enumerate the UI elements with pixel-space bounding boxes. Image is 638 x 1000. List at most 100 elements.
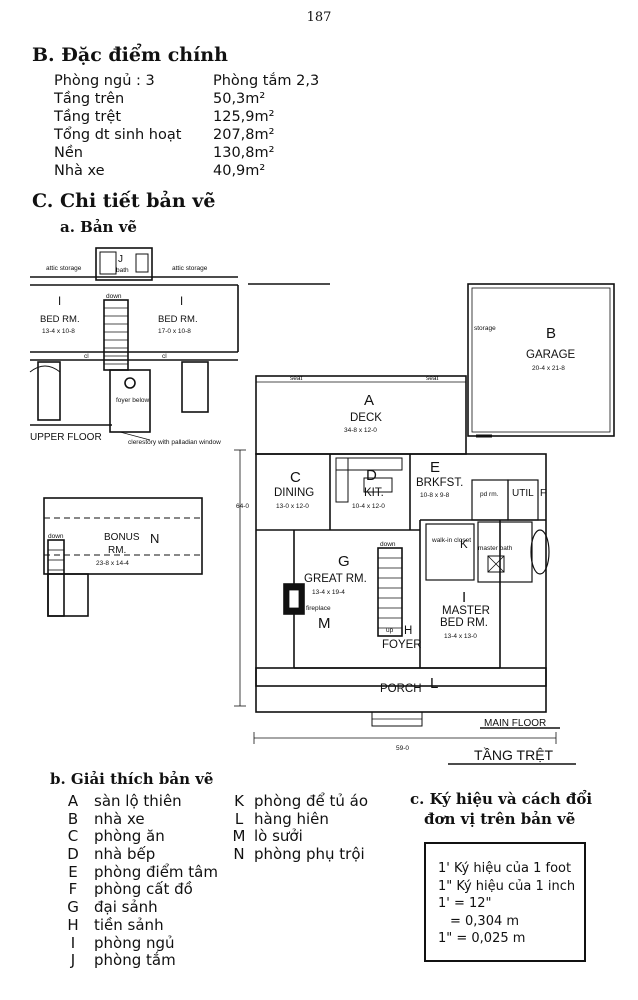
closet-letter: K bbox=[460, 539, 468, 551]
garage-dim: 20-4 x 21-8 bbox=[532, 365, 565, 372]
spec-label: Tổng dt sinh hoạt bbox=[54, 127, 182, 143]
dining-name: DINING bbox=[274, 487, 314, 499]
legend-key: F bbox=[68, 880, 78, 899]
main-stair-down: down bbox=[380, 541, 396, 548]
legend-key: A bbox=[67, 792, 79, 810]
bonus-room-title-2: RM. bbox=[108, 545, 126, 556]
master-bed-dim: 13-4 x 13-0 bbox=[444, 633, 477, 640]
upper-floor-plan: attic storage J bath attic storage I BED… bbox=[29, 247, 239, 446]
main-floor-label: MAIN FLOOR bbox=[484, 718, 546, 729]
legend-value: nhà xe bbox=[94, 809, 145, 828]
powder-room-label: pd rm. bbox=[480, 491, 499, 498]
spec-label: Phòng ngủ : 3 bbox=[54, 73, 155, 89]
legend-value: phòng ăn bbox=[94, 827, 165, 846]
subsection-c-title-line1: c. Ký hiệu và cách đổi bbox=[410, 790, 593, 808]
bath-letter: J bbox=[118, 254, 123, 265]
legend-value: sàn lộ thiên bbox=[94, 792, 182, 810]
legend-value: tiền sảnh bbox=[94, 915, 164, 934]
legend-value: lò sưởi bbox=[254, 827, 303, 846]
kitchen-name: KIT. bbox=[364, 487, 384, 499]
legend-value: phòng phụ trội bbox=[254, 845, 365, 864]
storage-label: storage bbox=[474, 325, 496, 332]
spec-label: Tầng trệt bbox=[54, 109, 121, 125]
legend-value: nhà bếp bbox=[94, 845, 156, 864]
unit-line: = 0,304 m bbox=[450, 913, 520, 929]
main-floor-plan: seat seat A DECK 34-8 x 12-0 C DINING 13… bbox=[234, 283, 615, 765]
closet-label-2: cl bbox=[162, 353, 167, 360]
master-bed-name: MASTER bbox=[442, 605, 490, 617]
walk-in-closet-label: walk-in closet bbox=[431, 537, 471, 544]
spec-label: Nhà xe bbox=[54, 163, 105, 179]
legend-key: B bbox=[67, 809, 79, 828]
bed-2-dim: 17-0 x 10-8 bbox=[158, 328, 191, 335]
legend-value: hàng hiên bbox=[254, 809, 329, 828]
subsection-c-title-line2: đơn vị trên bản vẽ bbox=[424, 810, 576, 828]
great-room-dim: 13-4 x 19-4 bbox=[312, 589, 345, 596]
foyer-below-label: foyer below bbox=[116, 397, 150, 404]
legend-value: phòng cất đồ bbox=[94, 880, 193, 899]
spec-value: 207,8m² bbox=[213, 127, 275, 143]
deck-seat-label-2: seat bbox=[426, 375, 438, 382]
page-number: 187 bbox=[306, 10, 332, 25]
utility-letter: F bbox=[540, 488, 546, 499]
breakfast-dim: 10-8 x 9-8 bbox=[420, 492, 450, 499]
legend-value: phòng điểm tâm bbox=[94, 862, 218, 881]
porch-name: PORCH bbox=[380, 683, 422, 695]
spec-label: Tầng trên bbox=[54, 91, 125, 107]
subsection-b-title: b. Giải thích bản vẽ bbox=[50, 770, 214, 788]
legend-key: N bbox=[233, 845, 245, 864]
spec-value: Phòng tắm 2,3 bbox=[213, 73, 320, 89]
kitchen-letter: D bbox=[366, 467, 377, 484]
legend-key: E bbox=[68, 862, 78, 881]
spec-value: 125,9m² bbox=[213, 109, 275, 125]
main-stair-up: up bbox=[386, 627, 394, 634]
legend-value: phòng để tủ áo bbox=[254, 792, 369, 810]
deck-dim: 34-8 x 12-0 bbox=[344, 427, 377, 434]
spec-value: 50,3m² bbox=[213, 91, 266, 107]
attic-storage-label-2: attic storage bbox=[172, 265, 208, 272]
depth-dimension: 64-0 bbox=[236, 503, 249, 510]
breakfast-name: BRKFST. bbox=[416, 477, 463, 489]
units-box: 1' Ký hiệu của 1 foot 1" Ký hiệu của 1 i… bbox=[424, 842, 586, 962]
great-room-name: GREAT RM. bbox=[304, 573, 367, 585]
section-c-title: C. Chi tiết bản vẽ bbox=[32, 190, 216, 212]
legend-key: I bbox=[70, 933, 76, 952]
master-bed-name-2: BED RM. bbox=[440, 617, 488, 629]
deck-seat-label-1: seat bbox=[290, 375, 302, 382]
spec-value: 130,8m² bbox=[213, 145, 275, 161]
attic-storage-label-1: attic storage bbox=[46, 265, 82, 272]
legend-key: D bbox=[67, 845, 79, 864]
garage-letter: B bbox=[546, 325, 556, 342]
bed-2-name: BED RM. bbox=[158, 314, 198, 325]
porch-letter: L bbox=[430, 675, 438, 692]
legend-key: M bbox=[232, 827, 246, 846]
bonus-room-letter: N bbox=[150, 531, 159, 546]
upper-floor-label: UPPER FLOOR bbox=[30, 432, 102, 443]
bonus-room-plan: BONUS N RM. 23-8 x 14-4 down bbox=[43, 497, 203, 617]
subsection-a-title: a. Bản vẽ bbox=[60, 218, 137, 236]
spec-values: Phòng tắm 2,3 50,3m² 125,9m² 207,8m² 130… bbox=[213, 72, 319, 180]
unit-line: 1" = 0,025 m bbox=[438, 931, 526, 946]
unit-line: 1' Ký hiệu của 1 foot bbox=[438, 861, 572, 876]
master-bed-letter: I bbox=[462, 589, 466, 606]
legend-value: đại sảnh bbox=[94, 898, 158, 917]
breakfast-letter: E bbox=[430, 459, 440, 476]
bonus-stair-down: down bbox=[48, 533, 64, 540]
legend-value: phòng tắm bbox=[94, 951, 176, 970]
bonus-room-dim: 23-8 x 14-4 bbox=[96, 560, 129, 567]
spec-value: 40,9m² bbox=[213, 163, 266, 179]
foyer-name: FOYER bbox=[382, 639, 422, 651]
bath-label: bath bbox=[116, 267, 129, 274]
legend-key: H bbox=[67, 915, 79, 934]
legend-value: phòng ngủ bbox=[94, 933, 175, 952]
